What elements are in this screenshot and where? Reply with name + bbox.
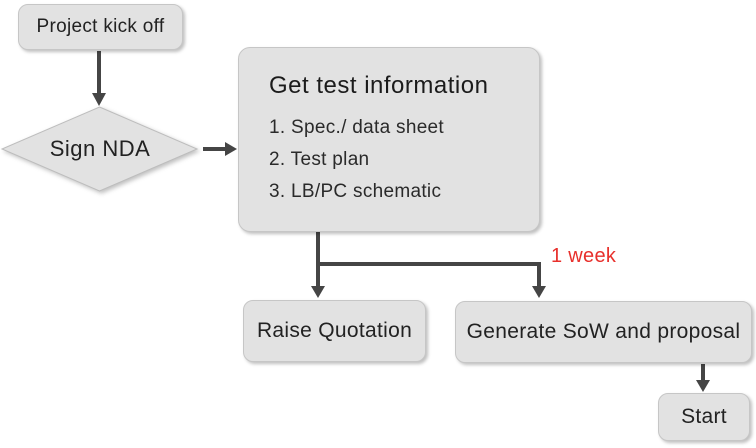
node-start-label: Start xyxy=(681,405,727,428)
node-get-test-information-title: Get test information xyxy=(269,72,489,99)
node-get-test-information: Get test information 1. Spec./ data shee… xyxy=(238,47,540,232)
list-item: 2. Test plan xyxy=(269,149,370,170)
node-generate-sow-label: Generate SoW and proposal xyxy=(466,320,741,343)
node-get-test-information-list: 1. Spec./ data sheet 2. Test plan 3. LB/… xyxy=(269,112,539,208)
node-raise-quotation-label: Raise Quotation xyxy=(256,319,413,342)
node-project-kickoff: Project kick off xyxy=(18,4,183,50)
arrow-nda-to-gettest xyxy=(203,142,237,156)
node-project-kickoff-label: Project kick off xyxy=(36,16,165,37)
list-item: 1. Spec./ data sheet xyxy=(269,117,445,138)
arrow-kickoff-to-nda xyxy=(92,51,106,106)
arrow-sow-to-start xyxy=(696,364,710,392)
node-start: Start xyxy=(658,393,750,441)
arrow-gettest-to-sow xyxy=(318,262,546,298)
node-generate-sow: Generate SoW and proposal xyxy=(455,301,752,363)
node-sign-nda: Sign NDA xyxy=(2,107,198,191)
arrow-gettest-to-quotation xyxy=(311,231,325,298)
edge-label-1-week: 1 week xyxy=(551,245,617,267)
sign-nda-diamond-shape xyxy=(0,106,199,192)
node-raise-quotation: Raise Quotation xyxy=(243,300,426,362)
list-item: 3. LB/PC schematic xyxy=(269,181,442,202)
node-sign-nda-label: Sign NDA xyxy=(49,136,151,161)
